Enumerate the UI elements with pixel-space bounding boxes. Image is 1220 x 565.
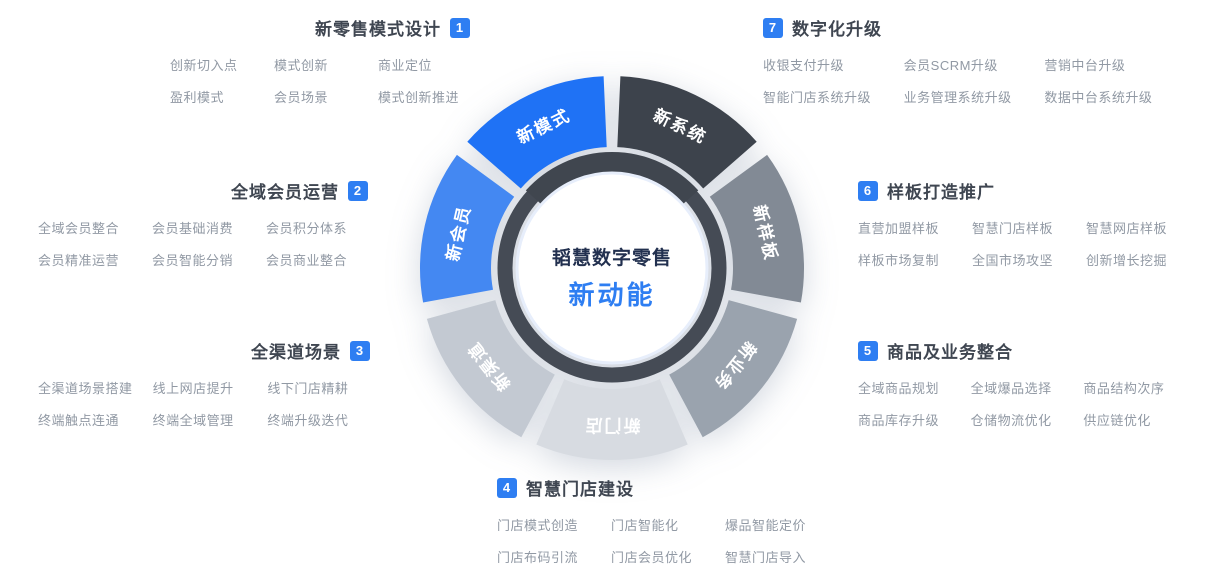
section-items: 直营加盟样板 智慧门店样板 智慧网店样板 样板市场复制 全国市场攻坚 创新增长挖… [858, 218, 1188, 269]
section-items: 收银支付升级 会员SCRM升级 营销中台升级 智能门店系统升级 业务管理系统升级… [763, 55, 1173, 106]
section-heading: 全渠道场景 3 [38, 338, 370, 363]
section-item: 供应链优化 [1083, 413, 1151, 428]
wheel-segment-new-business [669, 300, 798, 438]
section-item: 门店会员优化 [611, 550, 693, 565]
wheel-center-circle [515, 171, 709, 365]
section-title: 智慧门店建设 [526, 480, 634, 499]
section-new-retail-model-design: 新零售模式设计 1 创新切入点 模式创新 商业定位 盈利模式 会员场景 模式创新… [170, 15, 470, 106]
section-item: 爆品智能定价 [725, 518, 807, 533]
section-item: 商品库存升级 [858, 413, 940, 428]
section-item: 直营加盟样板 [858, 221, 940, 236]
section-title: 样板打造推广 [887, 183, 995, 202]
section-item: 全域会员整合 [38, 221, 120, 236]
section-heading: 全域会员运营 2 [38, 178, 368, 203]
section-title: 全渠道场景 [251, 343, 341, 362]
section-item: 业务管理系统升级 [903, 90, 1012, 105]
section-item: 模式创新 [274, 58, 329, 73]
section-title: 商品及业务整合 [887, 343, 1013, 362]
section-heading: 新零售模式设计 1 [170, 15, 470, 40]
section-number-badge: 3 [350, 340, 370, 361]
section-number-badge: 2 [348, 180, 368, 201]
section-digital-upgrade: 7 数字化升级 收银支付升级 会员SCRM升级 营销中台升级 智能门店系统升级 … [763, 15, 1173, 106]
section-number-badge: 5 [858, 340, 878, 361]
section-title: 全域会员运营 [231, 183, 339, 202]
section-template-promotion: 6 样板打造推广 直营加盟样板 智慧门店样板 智慧网店样板 样板市场复制 全国市… [858, 178, 1188, 269]
section-number-badge: 4 [497, 477, 517, 498]
section-item: 仓储物流优化 [970, 413, 1052, 428]
section-product-business-integration: 5 商品及业务整合 全域商品规划 全域爆品选择 商品结构次序 商品库存升级 仓储… [858, 338, 1184, 429]
section-item: 全域商品规划 [858, 381, 940, 396]
center-subtitle: 新动能 [568, 280, 655, 310]
section-heading: 7 数字化升级 [763, 15, 1173, 40]
section-item: 智慧门店样板 [972, 221, 1054, 236]
section-item: 终端升级迭代 [267, 413, 349, 428]
section-item: 全渠道场景搭建 [38, 381, 133, 396]
section-item: 收银支付升级 [763, 58, 845, 73]
section-item: 门店布码引流 [497, 550, 579, 565]
section-item: 会员精准运营 [38, 253, 120, 268]
section-item: 智慧网店样板 [1086, 221, 1168, 236]
section-heading: 4 智慧门店建设 [497, 475, 827, 500]
section-item: 会员积分体系 [266, 221, 348, 236]
wheel-segment-new-channel [426, 300, 555, 438]
wheel-diagram: 新模式 新系统 新样板 新业务 新门店 新渠道 新会员 韬慧数字零售 新动能 [419, 76, 805, 461]
section-item: 终端触点连通 [38, 413, 120, 428]
section-heading: 5 商品及业务整合 [858, 338, 1184, 363]
section-item: 会员基础消费 [152, 221, 234, 236]
section-item: 模式创新推进 [378, 90, 460, 105]
section-item: 创新增长挖掘 [1086, 253, 1168, 268]
section-number-badge: 7 [763, 17, 783, 38]
section-items: 全渠道场景搭建 线上网店提升 线下门店精耕 终端触点连通 终端全域管理 终端升级… [38, 378, 370, 429]
section-item: 门店智能化 [611, 518, 679, 533]
section-item: 样板市场复制 [858, 253, 940, 268]
section-item: 会员场景 [274, 90, 329, 105]
section-items: 全域会员整合 会员基础消费 会员积分体系 会员精准运营 会员智能分销 会员商业整… [38, 218, 368, 269]
section-number-badge: 6 [858, 180, 878, 201]
section-item: 线上网店提升 [152, 381, 234, 396]
wheel-segment-new-system [617, 76, 757, 189]
section-item: 会员SCRM升级 [903, 58, 998, 73]
section-item: 终端全域管理 [152, 413, 234, 428]
section-heading: 6 样板打造推广 [858, 178, 1188, 203]
section-item: 会员智能分销 [152, 253, 234, 268]
section-item: 商业定位 [378, 58, 433, 73]
section-item: 数据中台系统升级 [1044, 90, 1153, 105]
section-title: 数字化升级 [792, 20, 882, 39]
inner-dark-ring-top-arc [525, 152, 699, 209]
section-omnichannel-scene: 全渠道场景 3 全渠道场景搭建 线上网店提升 线下门店精耕 终端触点连通 终端全… [38, 338, 370, 429]
section-smart-store-construction: 4 智慧门店建设 门店模式创造 门店智能化 爆品智能定价 门店布码引流 门店会员… [497, 475, 827, 565]
section-items: 门店模式创造 门店智能化 爆品智能定价 门店布码引流 门店会员优化 智慧门店导入 [497, 515, 827, 565]
section-item: 线下门店精耕 [267, 381, 349, 396]
wheel-segment-new-store [536, 379, 688, 461]
section-item: 智慧门店导入 [725, 550, 807, 565]
section-item: 盈利模式 [170, 90, 225, 105]
section-item: 商品结构次序 [1083, 381, 1165, 396]
section-item: 创新切入点 [170, 58, 238, 73]
section-item: 全域爆品选择 [970, 381, 1052, 396]
wheel-segment-new-model [467, 76, 607, 189]
section-item: 全国市场攻坚 [972, 253, 1054, 268]
section-item: 门店模式创造 [497, 518, 579, 533]
wheel-segment-label: 新门店 [584, 416, 641, 436]
section-item: 会员商业整合 [266, 253, 348, 268]
section-item: 智能门店系统升级 [763, 90, 872, 105]
section-items: 创新切入点 模式创新 商业定位 盈利模式 会员场景 模式创新推进 [170, 55, 470, 106]
wheel-segment-new-template [709, 154, 805, 303]
wheel-segment-new-member [419, 154, 515, 303]
section-number-badge: 1 [450, 17, 470, 38]
section-item: 营销中台升级 [1044, 58, 1126, 73]
section-title: 新零售模式设计 [315, 20, 441, 39]
section-member-operation: 全域会员运营 2 全域会员整合 会员基础消费 会员积分体系 会员精准运营 会员智… [38, 178, 368, 269]
section-items: 全域商品规划 全域爆品选择 商品结构次序 商品库存升级 仓储物流优化 供应链优化 [858, 378, 1184, 429]
center-title: 韬慧数字零售 [552, 246, 672, 269]
